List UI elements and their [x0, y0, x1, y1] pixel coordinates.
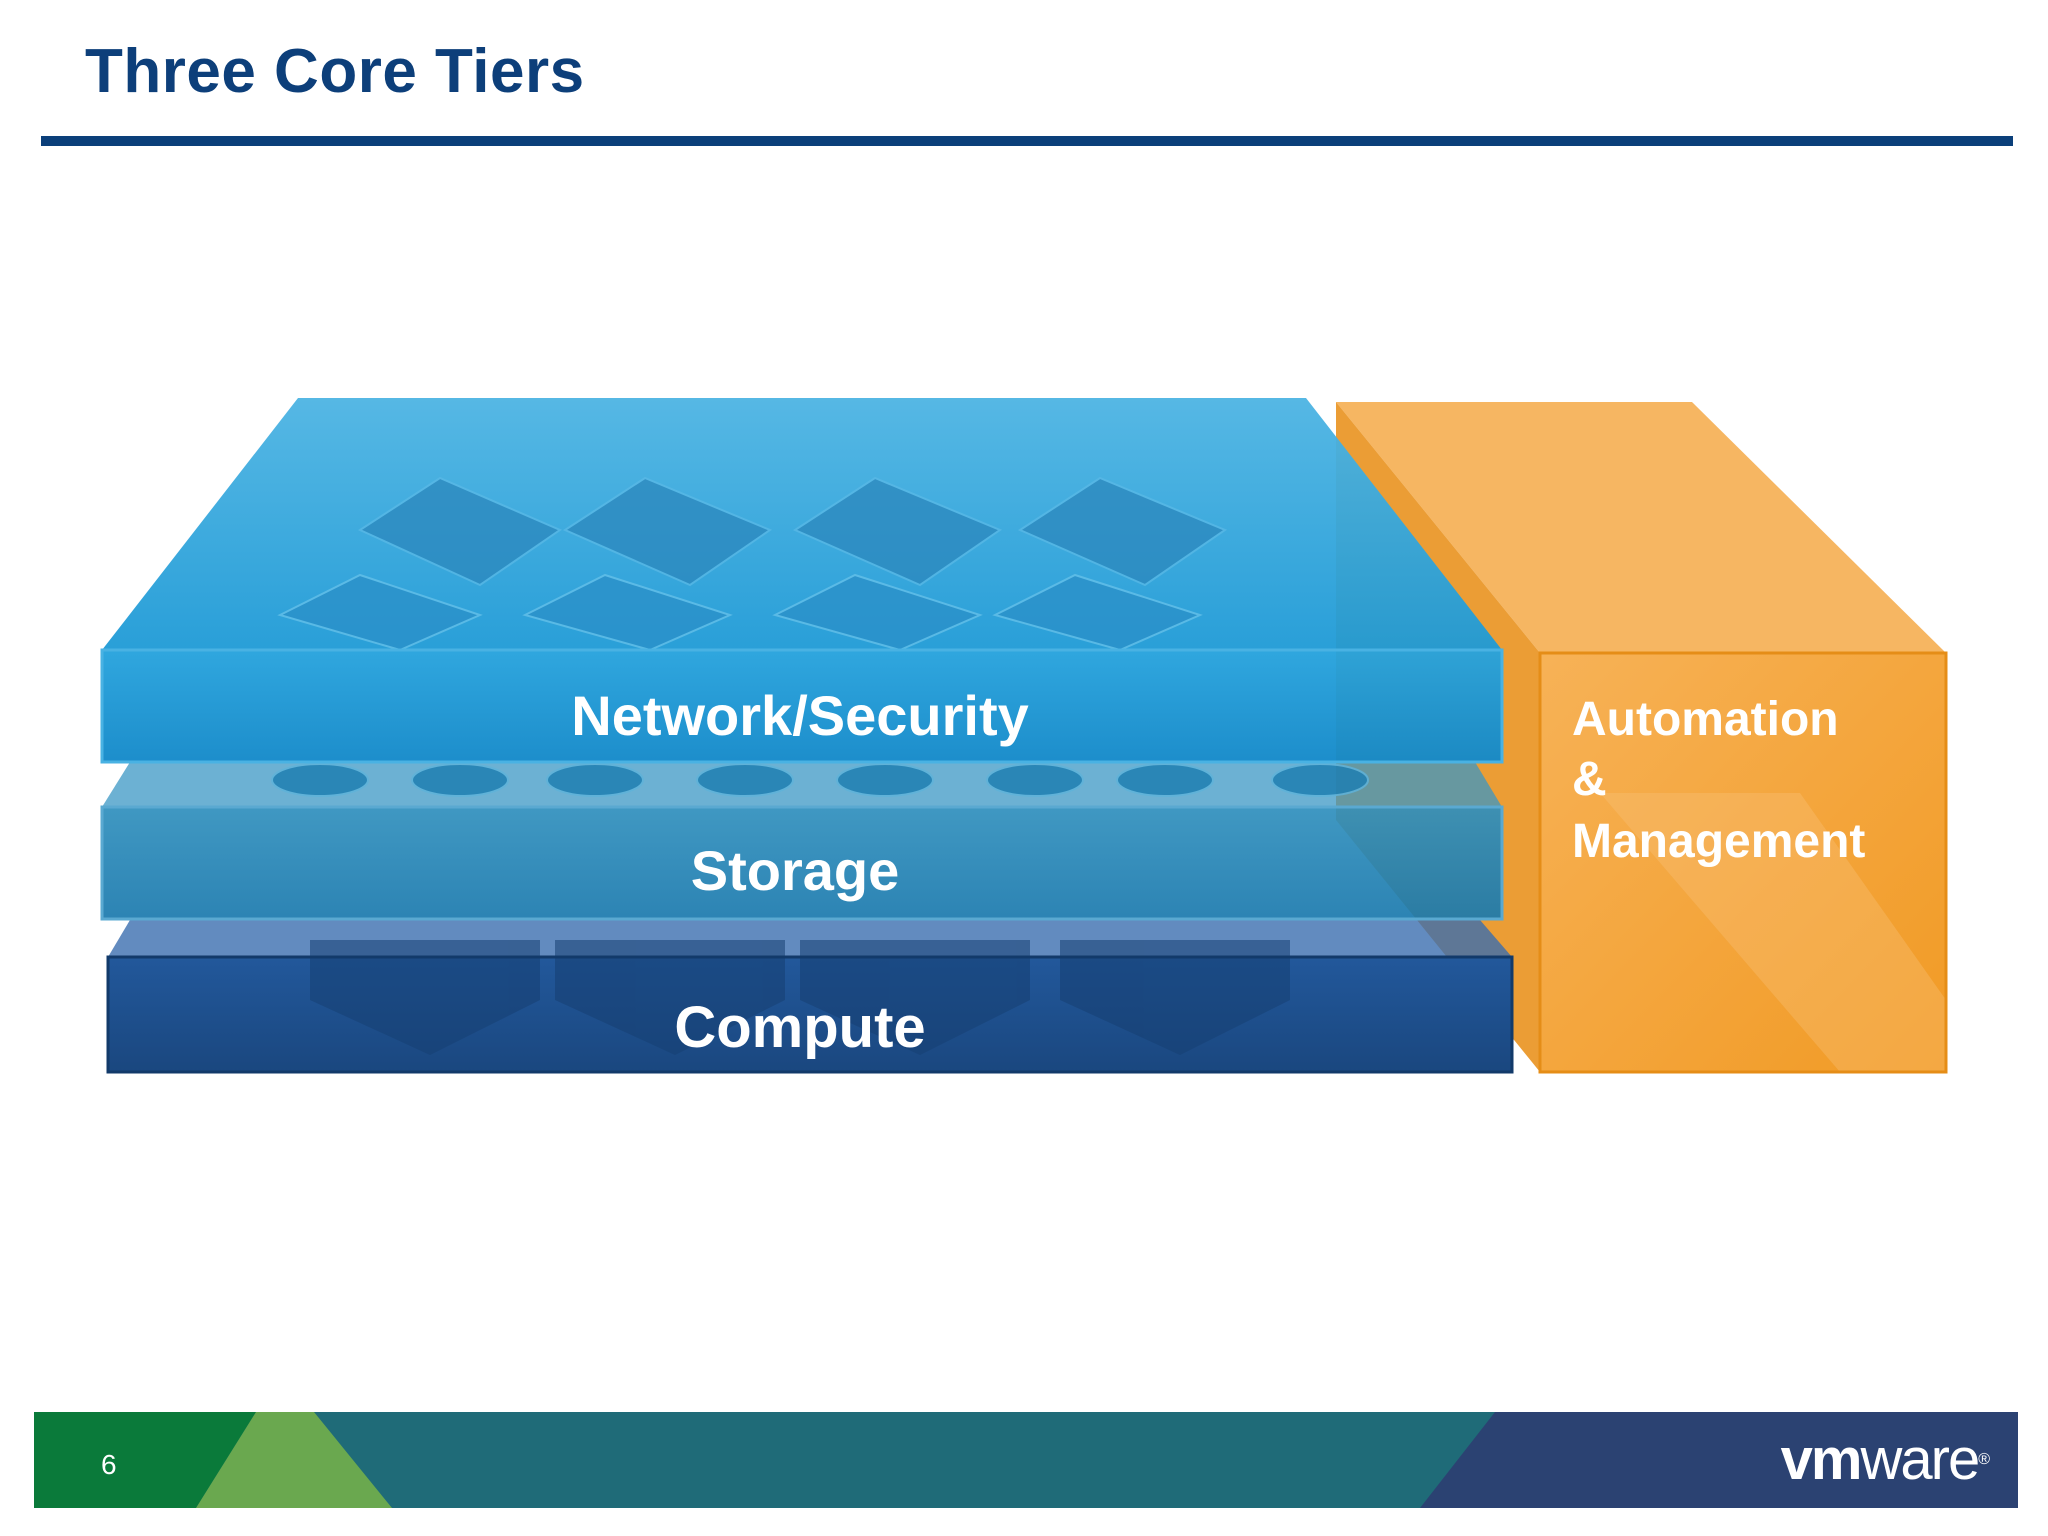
- footer-band: [34, 1412, 2018, 1508]
- storage-front-face: [102, 807, 1502, 919]
- automation-line-3: Management: [1572, 815, 1865, 868]
- network-security-label: Network/Security: [571, 684, 1029, 747]
- logo-registered-mark: ®: [1978, 1451, 1990, 1468]
- footer-green-triangle: [196, 1412, 392, 1508]
- network-switches: [277, 476, 1228, 652]
- network-front-face: [102, 650, 1502, 762]
- storage-tier: Storage: [100, 762, 1504, 921]
- switch-row-front: [277, 573, 1203, 652]
- logo-ware: ware: [1860, 1427, 1980, 1492]
- vmware-logo: vmware®: [1781, 1430, 1990, 1490]
- compute-tier: Compute: [106, 920, 1514, 1074]
- compute-servers: [310, 940, 1290, 1055]
- automation-top-face: [1336, 402, 1946, 653]
- network-security-tier: Network/Security: [100, 398, 1504, 764]
- network-top-face: [102, 398, 1502, 650]
- slide-title: Three Core Tiers: [85, 37, 585, 106]
- footer-navy-right: [1420, 1412, 2018, 1508]
- automation-labels: Automation & Management: [1572, 693, 1865, 868]
- footer-green-left: [34, 1412, 256, 1508]
- automation-line-1: Automation: [1572, 693, 1839, 746]
- automation-line-2: &: [1572, 753, 1607, 806]
- automation-shine: [1600, 793, 1946, 1072]
- switch-row-back: [357, 476, 1228, 587]
- title-underline: [41, 136, 2013, 146]
- page-number: 6: [101, 1449, 117, 1480]
- automation-front-face: [1540, 653, 1946, 1072]
- logo-vm: vm: [1780, 1427, 1863, 1492]
- storage-label: Storage: [691, 839, 900, 902]
- storage-disks: [271, 763, 1369, 797]
- compute-label: Compute: [674, 995, 925, 1060]
